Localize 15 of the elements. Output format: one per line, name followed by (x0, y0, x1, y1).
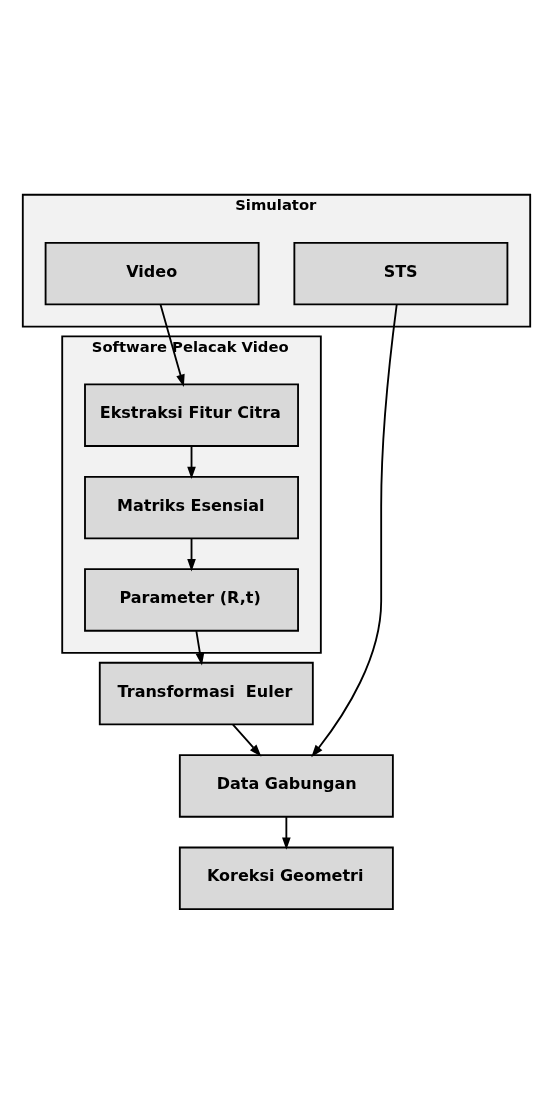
arrow (311, 303, 398, 758)
node-box: Video (44, 241, 260, 306)
arrow (195, 630, 205, 666)
arrow (282, 816, 291, 850)
node-box: Ekstraksi Fitur Citra (84, 383, 299, 447)
arrow (187, 537, 196, 572)
node-box: Parameter (R,t) (84, 568, 299, 632)
arrow (232, 723, 262, 757)
node-box: Data Gabungan (178, 754, 394, 818)
arrow (159, 303, 185, 387)
node-box: Matriks Esensial (84, 475, 299, 540)
node-box: STS (293, 241, 509, 306)
node-box: Transformasi Euler (98, 661, 314, 726)
node-box: Koreksi Geometri (178, 846, 394, 910)
arrow (187, 445, 196, 480)
